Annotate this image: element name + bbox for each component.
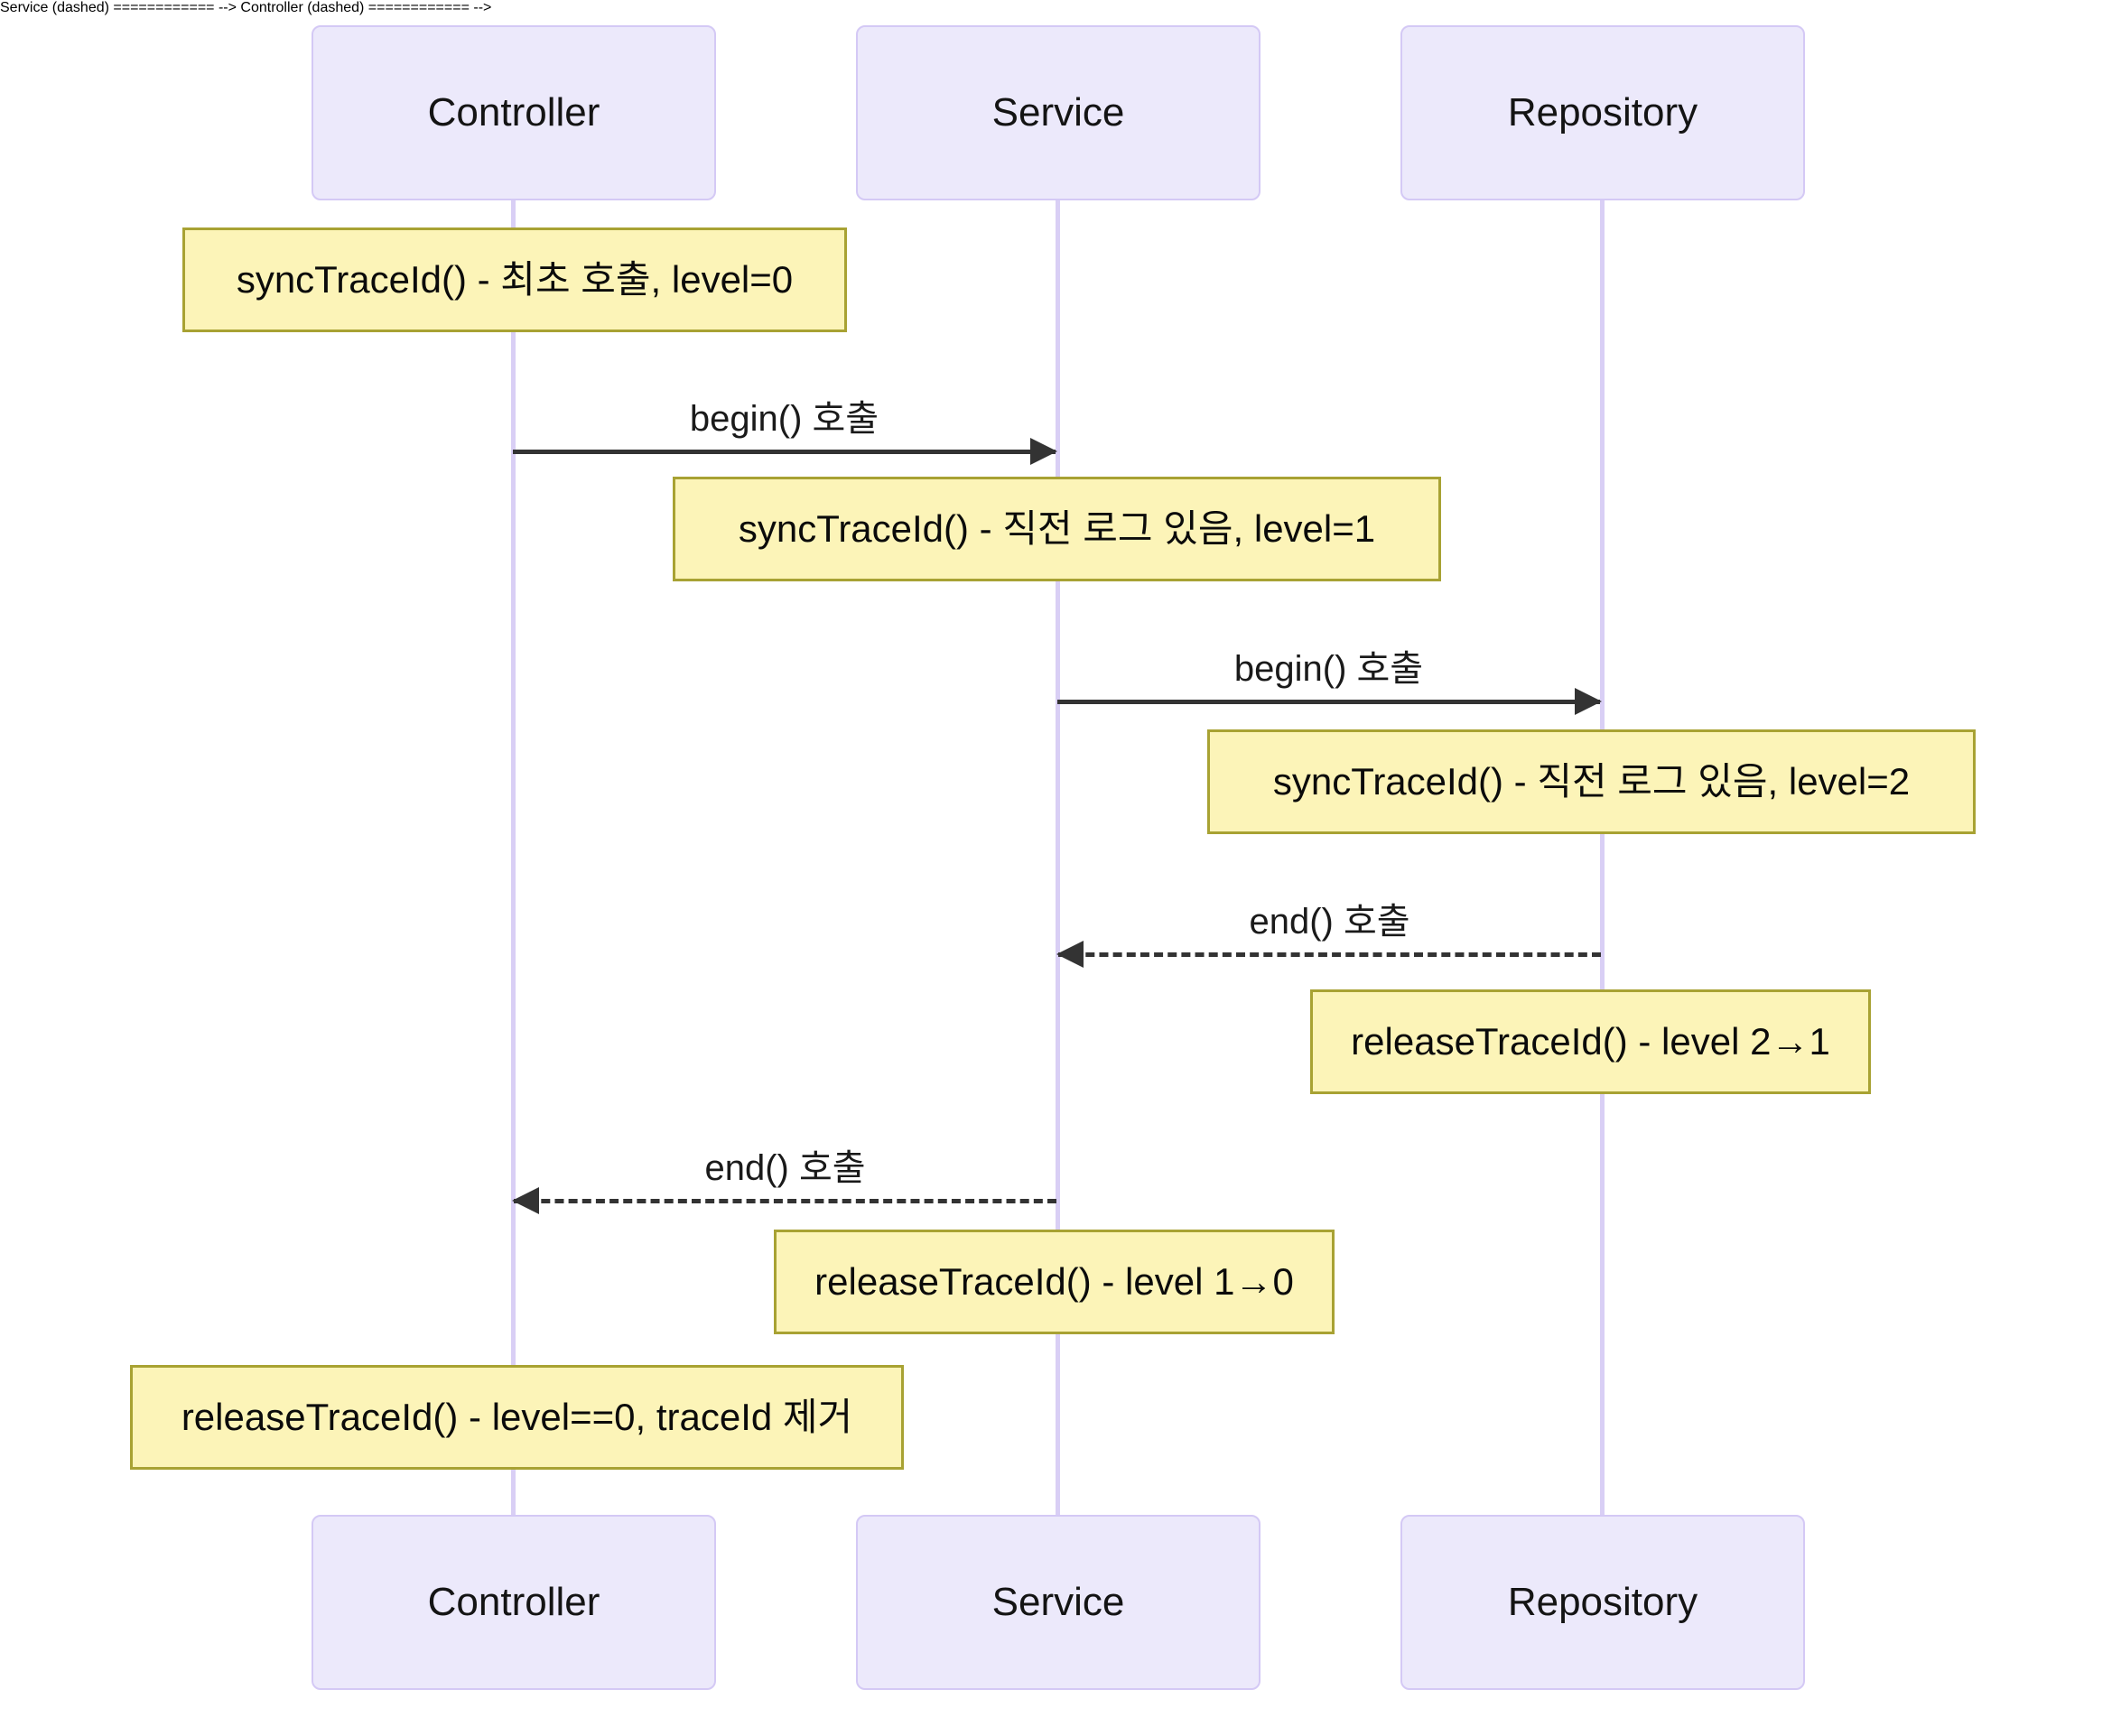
- note-release-trace-id-1-to-0-text: releaseTraceId() - level 1→0: [814, 1260, 1294, 1303]
- note-release-trace-id-level-0: releaseTraceId() - level==0, traceId 제거: [130, 1365, 904, 1470]
- arrowhead-left-icon: [1056, 941, 1084, 968]
- note-release-trace-id-2-to-1-text: releaseTraceId() - level 2→1: [1351, 1020, 1830, 1063]
- participant-repository-bottom-label: Repository: [1507, 1580, 1698, 1624]
- participant-controller-bottom-label: Controller: [427, 1580, 600, 1624]
- note-release-trace-id-1-to-0: releaseTraceId() - level 1→0: [774, 1230, 1335, 1334]
- message-line: [1057, 700, 1600, 704]
- message-end-repository-to-service-label: end() 호출: [1249, 902, 1410, 942]
- lifeline-controller: [511, 200, 516, 1515]
- message-end-service-to-controller-label: end() 호출: [704, 1148, 866, 1188]
- participant-controller-bottom[interactable]: Controller: [312, 1515, 716, 1690]
- participant-controller-top[interactable]: Controller: [312, 25, 716, 200]
- note-sync-trace-id-level-0-text: syncTraceId() - 최초 호출, level=0: [236, 258, 794, 301]
- arrowhead-right-icon: [1575, 688, 1602, 715]
- message-line: [513, 450, 1056, 454]
- participant-repository-top-label: Repository: [1507, 90, 1698, 135]
- participant-service-bottom-label: Service: [991, 1580, 1125, 1624]
- note-sync-trace-id-level-1-text: syncTraceId() - 직전 로그 있음, level=1: [738, 507, 1376, 550]
- participant-repository-top[interactable]: Repository: [1400, 25, 1805, 200]
- message-begin-service-to-repository-label: begin() 호출: [1233, 649, 1424, 689]
- message-begin-controller-to-service-label: begin() 호출: [689, 399, 879, 439]
- arrowhead-right-icon: [1030, 438, 1057, 465]
- note-release-trace-id-level-0-text: releaseTraceId() - level==0, traceId 제거: [181, 1396, 853, 1438]
- note-sync-trace-id-level-2: syncTraceId() - 직전 로그 있음, level=2: [1207, 729, 1976, 834]
- participant-service-top-label: Service: [991, 90, 1125, 135]
- lifeline-service: [1056, 200, 1060, 1515]
- participant-service-top[interactable]: Service: [856, 25, 1261, 200]
- participant-service-bottom[interactable]: Service: [856, 1515, 1261, 1690]
- message-line: [1058, 952, 1601, 957]
- message-line: [514, 1199, 1056, 1203]
- arrowhead-left-icon: [512, 1187, 539, 1214]
- note-sync-trace-id-level-0: syncTraceId() - 최초 호출, level=0: [182, 227, 847, 332]
- lifeline-repository: [1600, 200, 1605, 1515]
- note-sync-trace-id-level-2-text: syncTraceId() - 직전 로그 있음, level=2: [1272, 760, 1911, 803]
- note-sync-trace-id-level-1: syncTraceId() - 직전 로그 있음, level=1: [673, 477, 1441, 581]
- participant-controller-top-label: Controller: [427, 90, 600, 135]
- note-release-trace-id-2-to-1: releaseTraceId() - level 2→1: [1310, 989, 1871, 1094]
- participant-repository-bottom[interactable]: Repository: [1400, 1515, 1805, 1690]
